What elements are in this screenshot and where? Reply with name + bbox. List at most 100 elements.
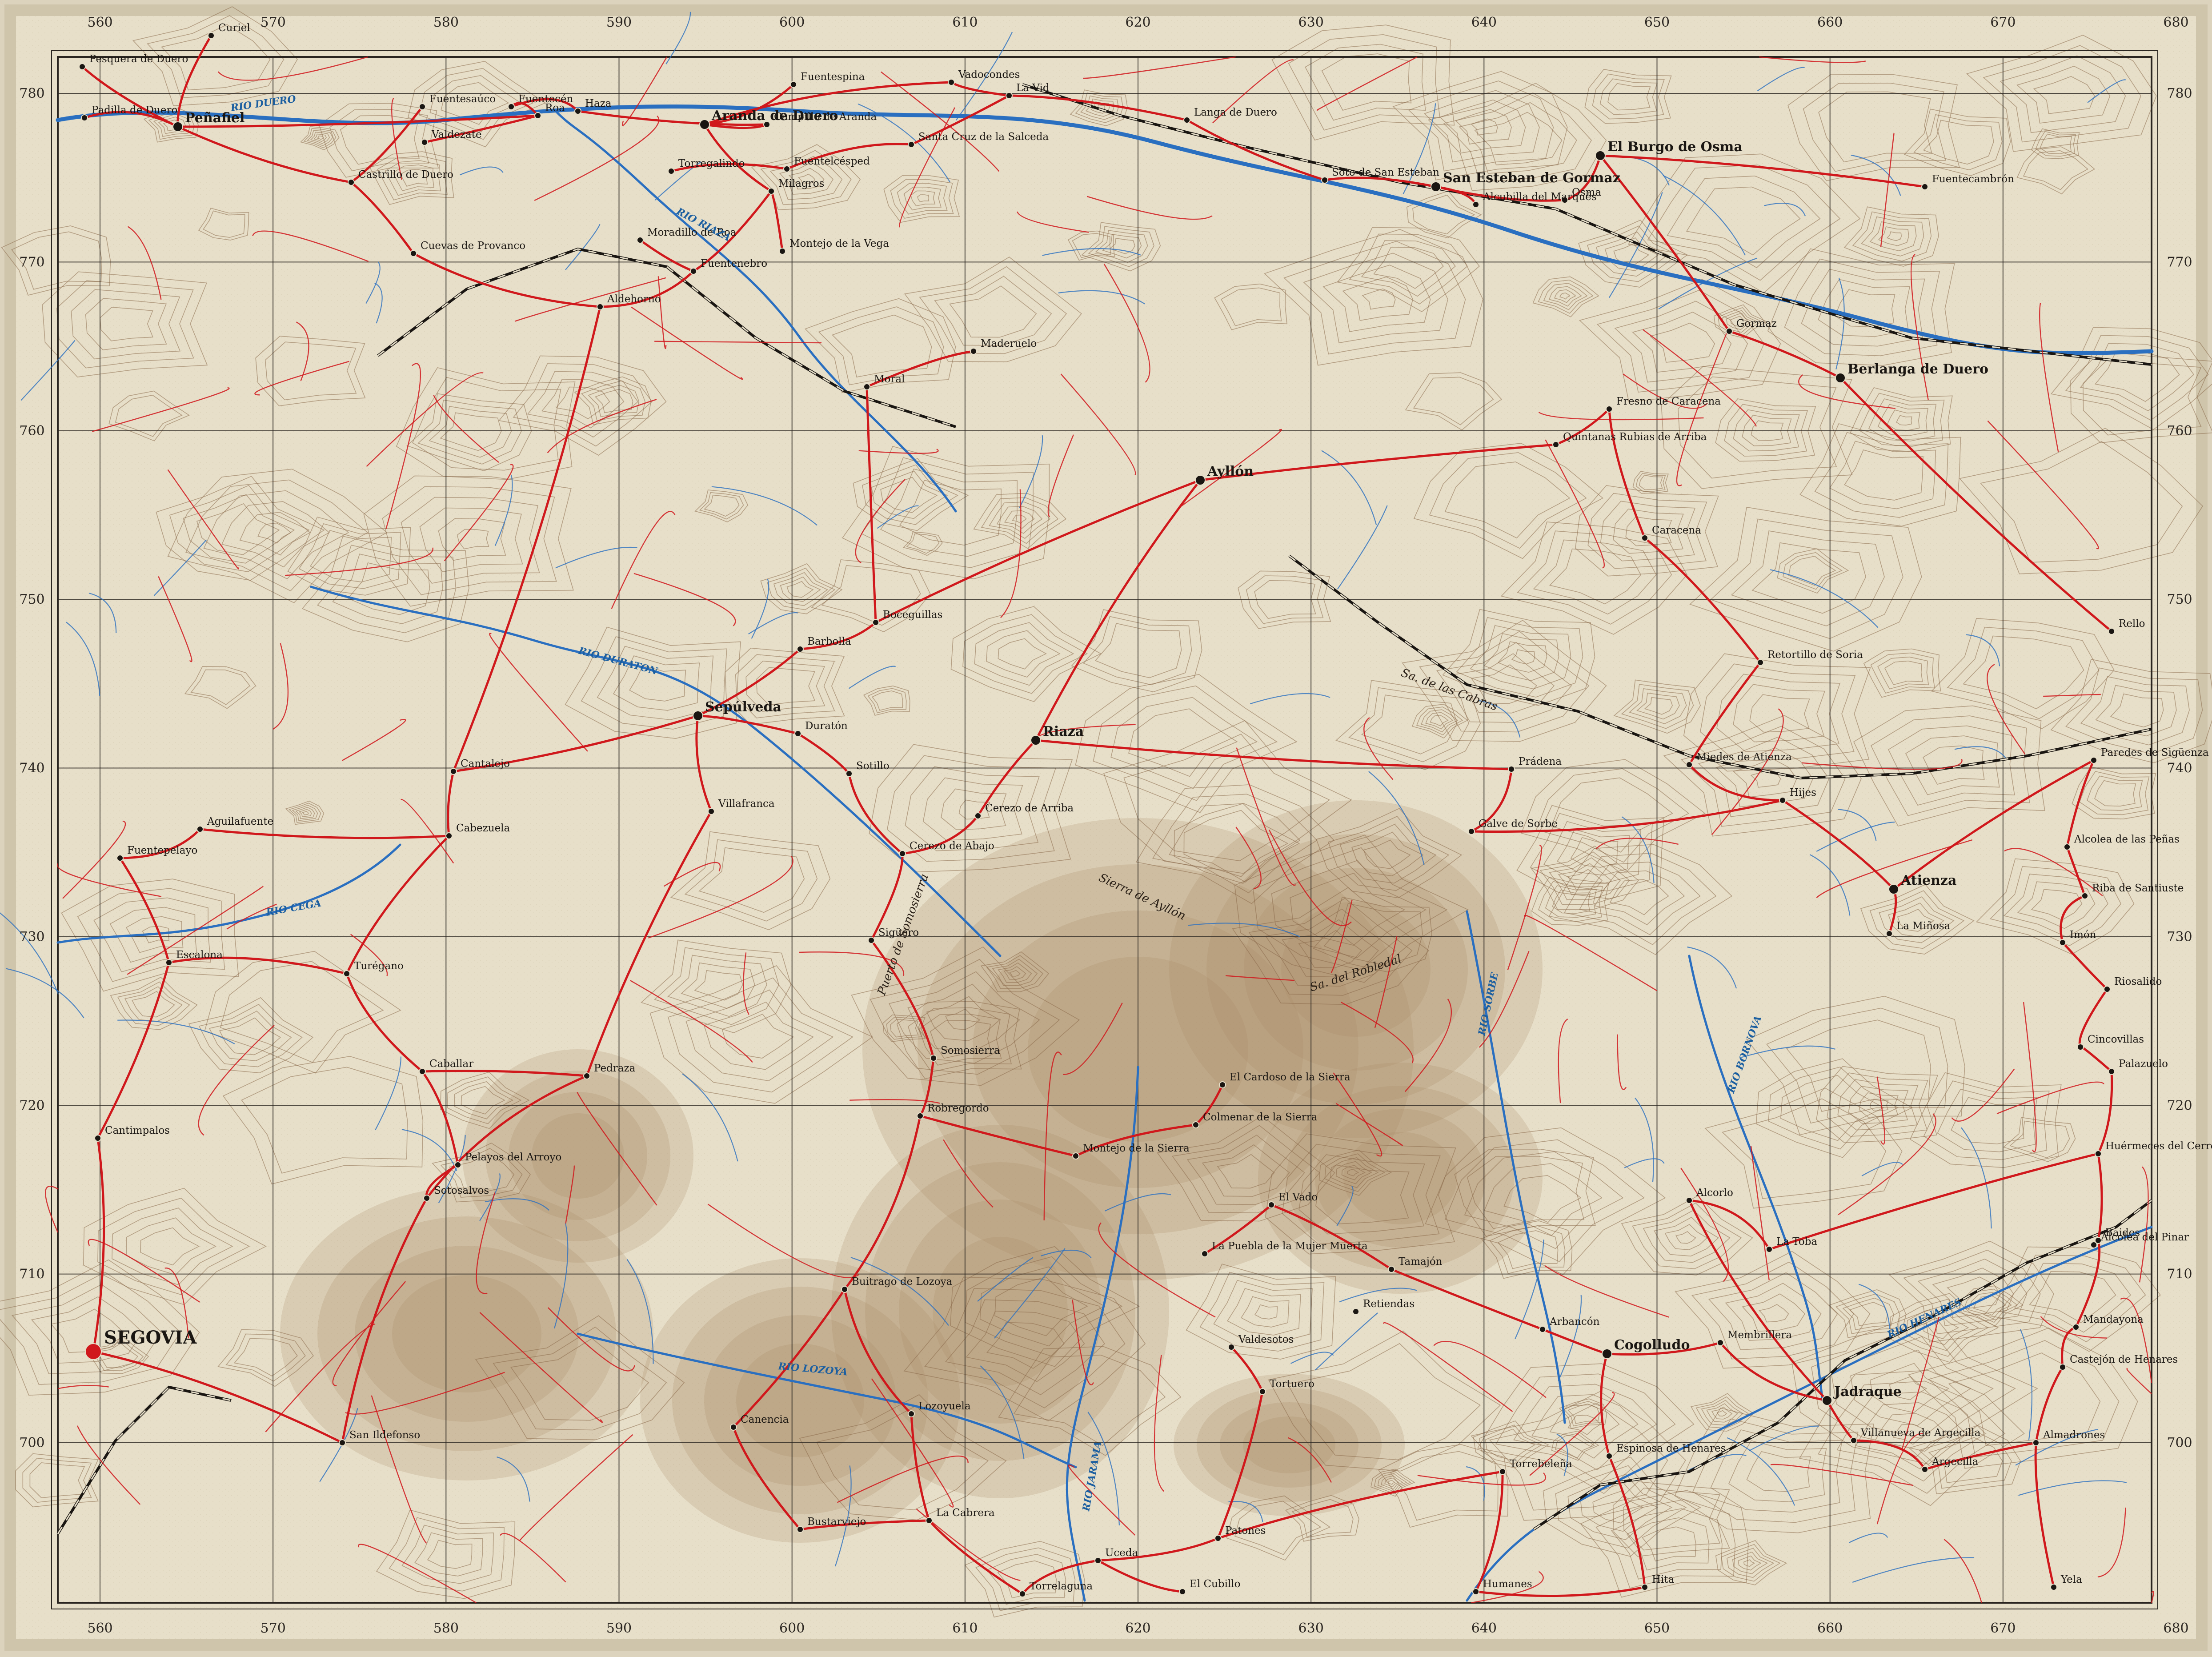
town-label-villanueva: Villanueva de Argecilla [1860,1427,1981,1439]
contour-line [1186,1264,1336,1360]
road-fuentesauco-castrillo [350,105,424,184]
contour-line [2017,881,2096,929]
contour-line [318,103,439,178]
minor-road [1333,1072,1382,1157]
contour-line [1152,794,1318,894]
contour-line [29,1462,85,1498]
road-escalona-cantimpalos [96,961,170,1139]
contour-line [725,647,845,725]
stream [1368,771,1425,865]
town-marker-ayllon [1195,475,1206,485]
contour-line [1698,736,1830,817]
contour-line [2080,676,2190,746]
stream [994,1248,1066,1339]
contour-line [896,1001,1022,1079]
road-network [45,34,2154,1604]
stream [1961,1127,1992,1229]
contour-line [184,666,256,709]
contour-line [986,1554,1066,1605]
contour-line [1701,1400,1743,1426]
contour-line [1887,231,1902,241]
contour-line [1342,277,1414,321]
river-riaza-r [554,110,957,513]
town-marker-cerezoarriba [974,812,982,819]
contour-line [1786,1019,1931,1112]
town-label-vadocondes: Vadocondes [958,69,1020,80]
contour-line [889,971,1040,1064]
minor-road [1335,1103,1403,1146]
contour-line [1538,881,1603,922]
town-marker-puebla [1201,1250,1208,1257]
road-turegano-caballar [345,972,424,1073]
contour-line [1337,227,1480,313]
stream [751,579,769,639]
contour-line [973,493,1067,549]
contour-line [2072,766,2156,819]
town-marker-rascafria [730,1424,737,1431]
contour-line [1879,896,1955,943]
contour-line [97,1197,250,1296]
minor-road [1538,412,1704,421]
contour-line [1075,92,1123,123]
contour-line [1489,1225,1566,1274]
contour-line [1548,286,1582,307]
road-sanildefonso-sotosalvos [341,1197,428,1444]
minor-road [88,1239,200,1303]
contour-line [1559,293,1571,300]
road-santacruz-lavid [910,94,1010,146]
minor-road [332,1281,406,1386]
minor-road [1996,1081,2104,1115]
minor-road [1083,56,1236,79]
stream [711,486,817,526]
contour-line [347,562,430,615]
minor-road [401,798,454,864]
contour-line [1489,1403,1668,1511]
minor-road [2023,1002,2037,1152]
road-tortuero-patones [1217,1390,1264,1540]
contour-line [1555,1433,1595,1458]
road-langa-soto [1186,119,1326,181]
contour-line [1897,908,1935,932]
town-label-galve: Galve de Sorbe [1479,818,1558,830]
contour-line [1549,548,1642,605]
contour-line [1844,449,1924,501]
minor-road [1060,373,1136,475]
town-marker-fuentelcarro [1921,183,1928,190]
contour-line [1768,1067,1899,1150]
contour-line [906,533,940,554]
contour-line [1869,1363,1950,1413]
contour-line [1853,705,2045,827]
contour-line [1711,1406,1733,1420]
contour-line [851,946,1080,1086]
contour-line [1928,1340,2120,1457]
contour-line [1733,684,1825,742]
contour-line [986,630,1061,678]
stream [1250,693,1330,705]
relief-mass-4 [280,1187,653,1480]
town-marker-aranda [699,119,710,130]
road-burgo-fuentelcarro [1599,154,1926,188]
town-marker-hita [1641,1584,1648,1591]
relief-mass-5 [532,1113,624,1199]
minor-road [1876,1433,1923,1525]
minor-road [1181,429,1282,507]
contour-line [654,947,779,1025]
contour-line [1917,1259,2028,1326]
contour-line [996,506,1043,534]
y-tick-label-left: 750 [19,592,44,607]
contour-line [1095,230,1148,263]
minor-road [345,1372,505,1415]
minor-road [198,1025,275,1136]
contour-line [780,576,821,602]
town-label-gormaz: Gormaz [1736,318,1777,329]
stream [1228,1501,1263,1522]
contour-line [429,75,521,132]
contour-line [903,186,942,211]
town-label-fuentepelayo: Fuentepelayo [127,845,197,856]
town-marker-cantalejo [450,768,457,775]
contour-line [1704,1087,1903,1209]
road-cuellar-cabezuela [199,828,450,839]
minor-road [1316,56,1418,111]
